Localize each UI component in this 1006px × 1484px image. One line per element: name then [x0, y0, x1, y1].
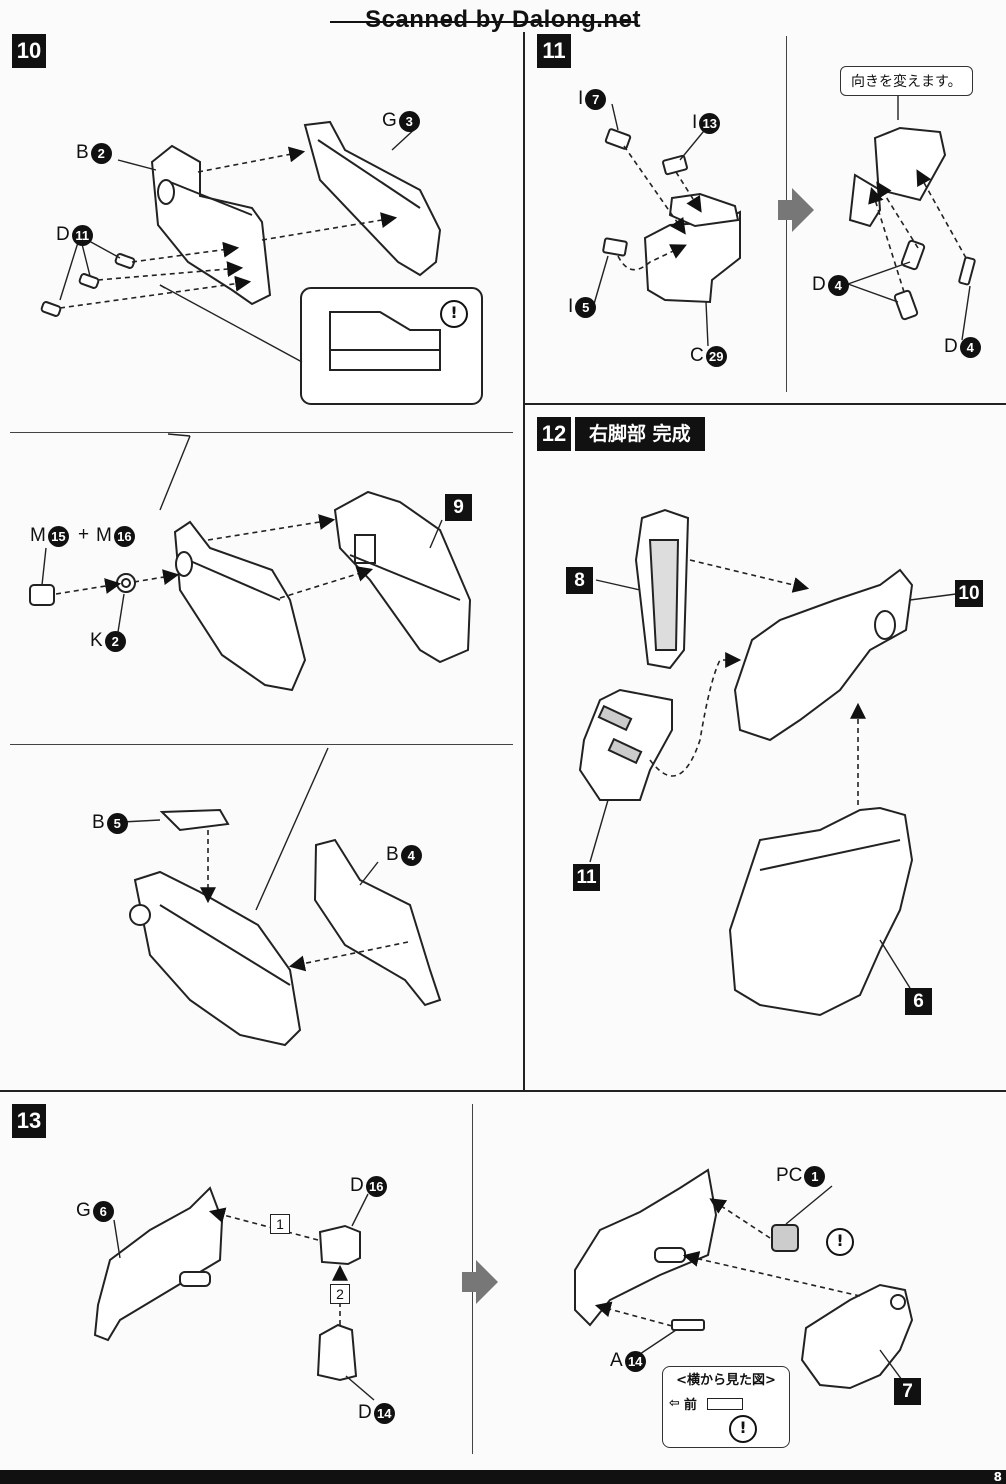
reverse-orientation-note: 向きを変えます。: [840, 66, 973, 96]
step-number-13: 13: [12, 1104, 46, 1138]
subassembly-7: 7: [894, 1378, 921, 1405]
bottom-edge-bar: [0, 1470, 1006, 1484]
scanner-watermark: Scanned by Dalong.net: [0, 6, 1006, 34]
page-number: 8: [993, 1470, 1002, 1484]
divider-10b-10c: [10, 744, 513, 745]
front-label: 前: [683, 1398, 697, 1413]
plus-sign: +: [78, 524, 90, 545]
subassembly-10: 10: [955, 580, 983, 607]
left-arrow-icon: ⇦: [669, 1396, 680, 1411]
step-number-11: 11: [537, 34, 571, 68]
step-number-12: 12: [537, 417, 571, 451]
caution-icon: !: [440, 300, 468, 328]
rail-shape-icon: [706, 1397, 743, 1410]
subassembly-6: 6: [905, 988, 932, 1015]
caution-icon: !: [729, 1415, 757, 1443]
order-mark-1: 1: [270, 1214, 290, 1234]
caution-icon: !: [826, 1228, 854, 1256]
next-arrow-icon: [476, 1260, 498, 1304]
step-number-10: 10: [12, 34, 46, 68]
subassembly-9: 9: [445, 494, 472, 521]
next-arrow-stem-13: [462, 1272, 476, 1292]
divider-10a-10b: [10, 432, 513, 433]
order-mark-2: 2: [330, 1284, 350, 1304]
subassembly-8: 8: [566, 567, 593, 594]
divider-step11-12: [524, 403, 1006, 405]
divider-vertical-top: [523, 32, 525, 1090]
next-arrow-icon: [792, 188, 814, 232]
side-view-title: <横から見た図>: [676, 1373, 776, 1388]
part-number-b2: 2: [90, 142, 112, 164]
step-12-title: 右脚部 完成: [575, 417, 705, 451]
side-view-inset: <横から見た図> ⇦ 前 !: [662, 1366, 790, 1448]
divider-12-13: [0, 1090, 1006, 1092]
subassembly-11: 11: [573, 864, 600, 891]
next-arrow-stem-11: [778, 200, 792, 220]
